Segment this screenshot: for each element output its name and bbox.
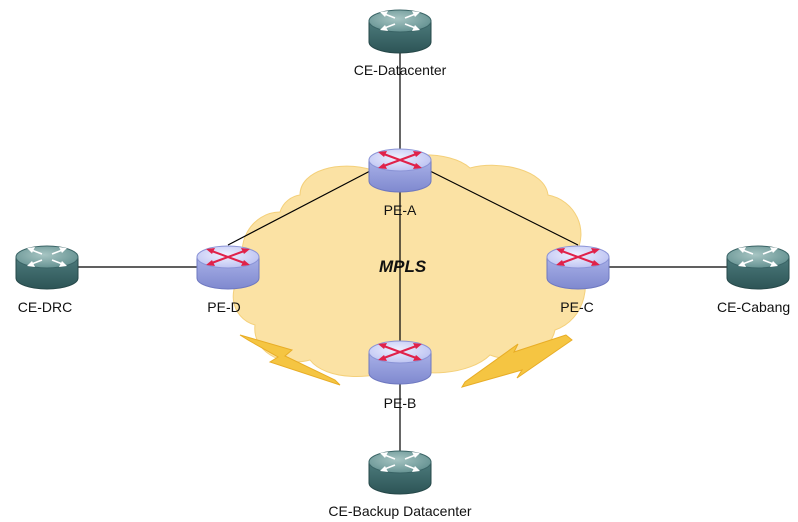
router-icon: [546, 245, 610, 290]
router-icon: [368, 450, 432, 495]
link-pe-a-pe-d: [227, 169, 373, 246]
ce-cabang-router[interactable]: [726, 245, 790, 290]
router-icon: [368, 148, 432, 193]
router-icon: [368, 340, 432, 385]
links: [78, 42, 727, 462]
pe-a-router[interactable]: [368, 148, 432, 193]
pe-b-router[interactable]: [368, 340, 432, 385]
ce-drc-label: CE-DRC: [18, 299, 72, 315]
pe-d-label: PE-D: [207, 299, 240, 315]
router-icon: [15, 245, 79, 290]
ce-backup-datacenter-label: CE-Backup Datacenter: [328, 503, 472, 519]
lightning-right: [460, 334, 573, 388]
pe-a-label: PE-A: [384, 202, 417, 218]
router-icon: [726, 245, 790, 290]
ce-backup-datacenter-router[interactable]: [368, 450, 432, 495]
pe-c-router[interactable]: [546, 245, 610, 290]
ce-cabang-label: CE-Cabang: [717, 299, 790, 315]
ce-datacenter-router[interactable]: [368, 9, 432, 54]
pe-b-label: PE-B: [384, 395, 417, 411]
link-pe-a-pe-c: [427, 169, 579, 246]
pe-d-router[interactable]: [196, 245, 260, 290]
mpls-label: MPLS: [379, 257, 427, 276]
router-icon: [368, 9, 432, 54]
pe-c-label: PE-C: [560, 299, 593, 315]
router-icon: [196, 245, 260, 290]
ce-drc-router[interactable]: [15, 245, 79, 290]
ce-datacenter-label: CE-Datacenter: [354, 62, 447, 78]
lightning-left: [239, 334, 341, 386]
